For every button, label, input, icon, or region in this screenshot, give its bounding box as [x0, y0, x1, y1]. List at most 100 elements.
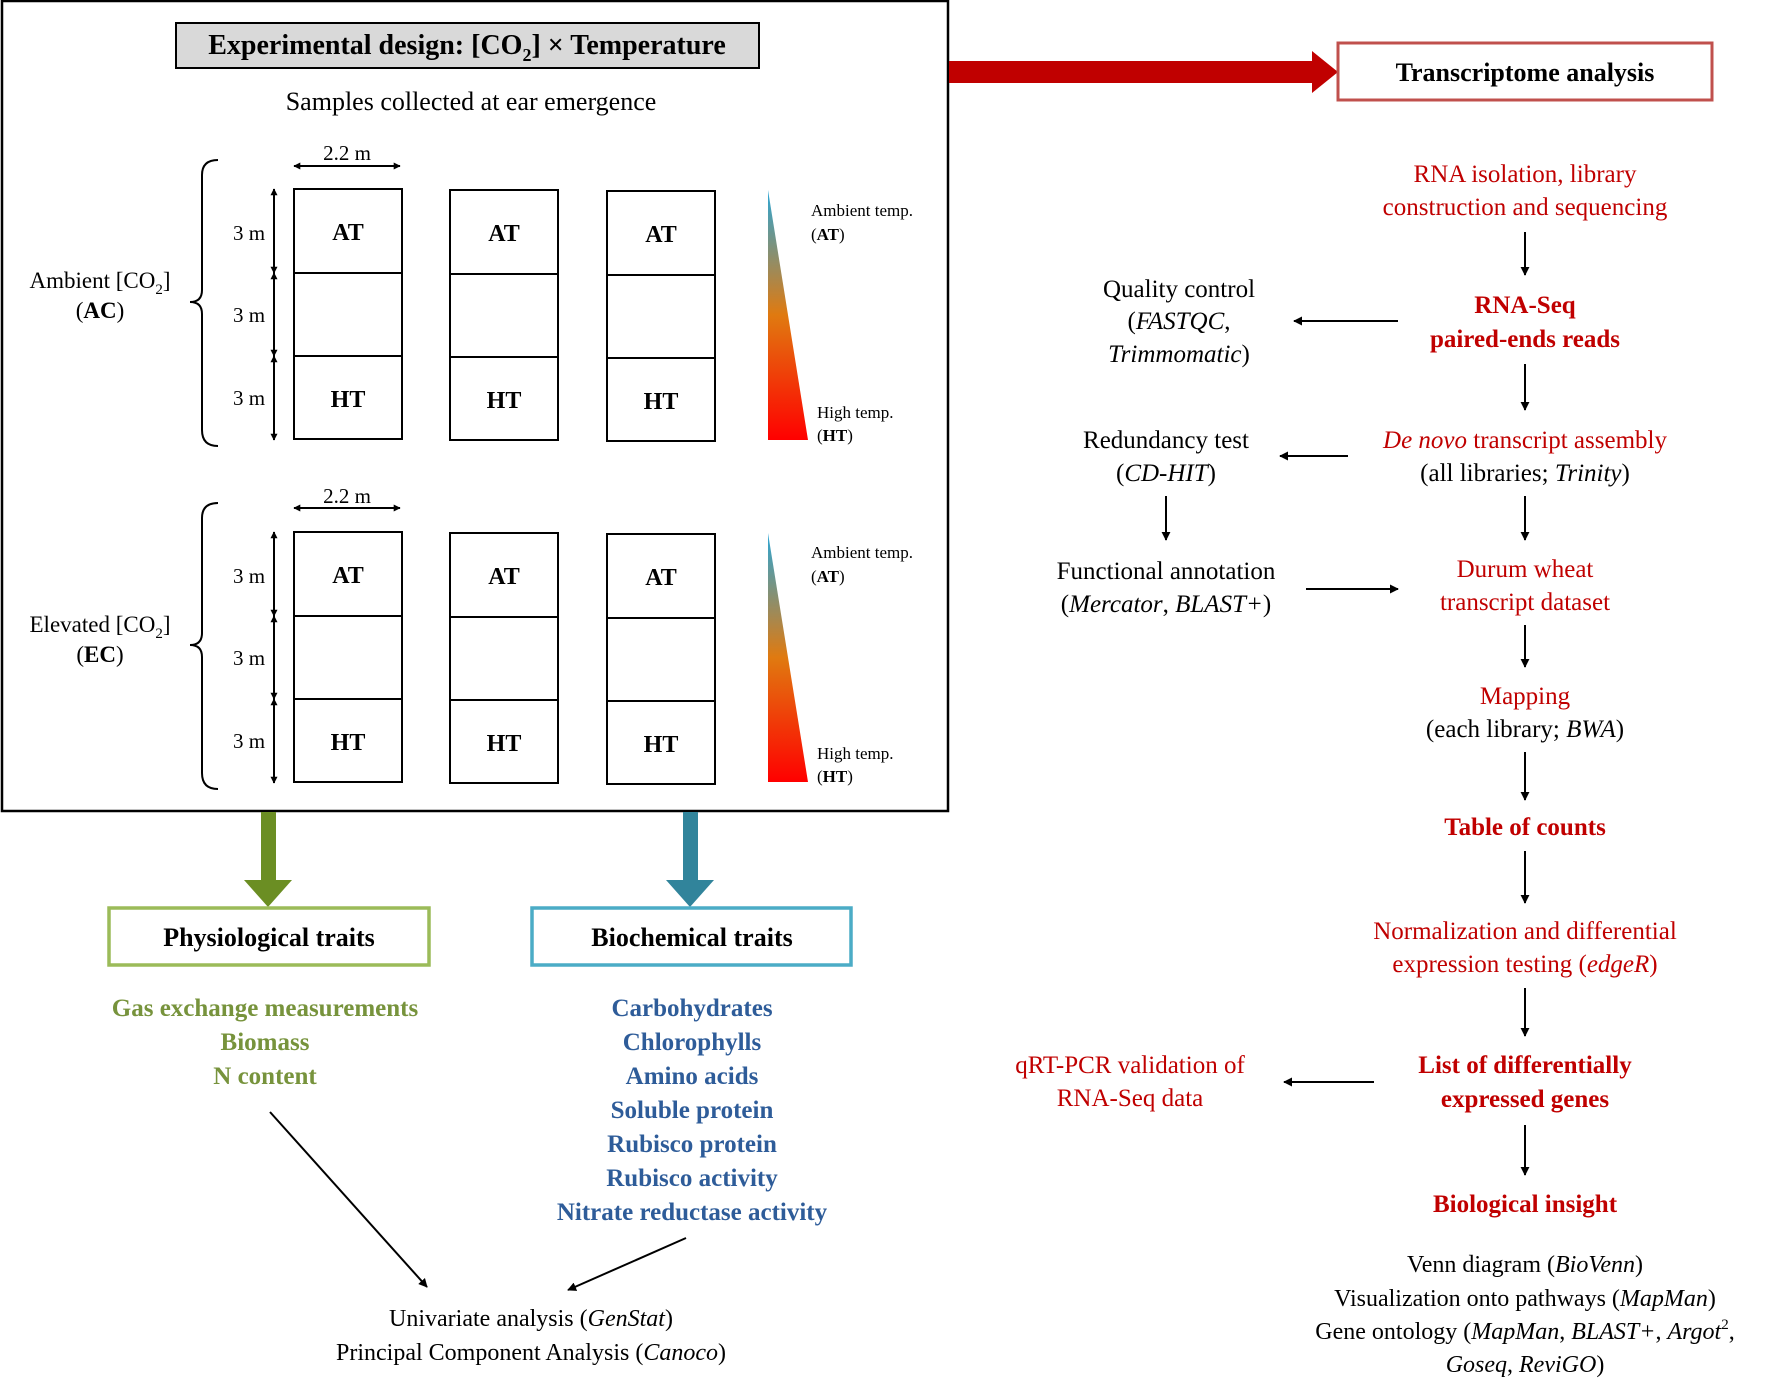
quality-control-line-1: Quality control [1103, 276, 1255, 303]
physiological-item: N content [213, 1063, 317, 1090]
rnaseq-line-1: RNA-Seq [1474, 292, 1575, 319]
rna-isolation-line-2: construction and sequencing [1383, 194, 1668, 221]
physiological-title: Physiological traits [163, 923, 375, 952]
height-label-2: 3 m [233, 303, 265, 327]
plot-label-at: AT [488, 221, 520, 247]
plot-label-at: AT [332, 220, 364, 246]
assembly-line-2: (all libraries; Trinity) [1420, 460, 1630, 487]
width-label: 2.2 m [323, 141, 371, 165]
biochemical-item: Rubisco activity [606, 1165, 778, 1192]
quality-control-line-3: Trimmomatic) [1108, 341, 1250, 368]
analysis-line-2: Principal Component Analysis (Canoco) [336, 1340, 726, 1366]
qrtpcr-line-1: qRT-PCR validation of [1015, 1052, 1245, 1079]
plot-label-at: AT [332, 563, 364, 589]
plot-column-3: AT HT [606, 533, 716, 785]
group-abbr: (EC) [76, 642, 123, 667]
biochemical-item: Rubisco protein [607, 1131, 777, 1158]
physiological-traits: Physiological traits Gas exchange measur… [107, 906, 431, 1090]
redundancy-line-1: Redundancy test [1083, 427, 1249, 454]
arrow-biochemical-to-analysis [567, 1237, 687, 1291]
normalization-line-2: expression testing (edgeR) [1392, 951, 1657, 978]
group-brace [189, 502, 219, 790]
temp-top-label: Ambient temp. [811, 201, 913, 220]
height-label-1: 3 m [233, 221, 265, 245]
functional-line-1: Functional annotation [1057, 558, 1276, 585]
dataset-line-2: transcript dataset [1440, 589, 1610, 616]
height-label-3: 3 m [233, 729, 265, 753]
biochemical-item: Soluble protein [611, 1097, 774, 1124]
deg-line-1: List of differentially [1418, 1052, 1632, 1079]
transcriptome-analysis: Transcriptome analysis RNA isolation, li… [1015, 41, 1735, 1378]
pathways-line: Visualization onto pathways (MapMan) [1334, 1286, 1716, 1312]
biochemical-box [530, 906, 853, 967]
temp-bottom-abbr: (HT) [817, 767, 853, 786]
arrow-physiological-to-analysis [269, 1111, 428, 1288]
physiological-item: Biomass [221, 1029, 310, 1056]
temp-top-abbr: (AT) [811, 567, 845, 586]
design-title-box [175, 22, 760, 69]
plot-column-2: AT HT [449, 532, 559, 784]
biochemical-item: Carbohydrates [611, 995, 772, 1022]
plot-column-2: AT HT [449, 189, 559, 441]
samples-note: Samples collected at ear emergence [286, 87, 657, 116]
statistical-analysis: Univariate analysis (GenStat) Principal … [336, 1306, 726, 1366]
plot-label-ht: HT [487, 731, 522, 757]
plot-label-ht: HT [644, 389, 679, 415]
group-brace [189, 159, 219, 447]
red-arrow-to-transcriptome [949, 51, 1338, 93]
temp-bottom-label: High temp. [817, 744, 894, 763]
group-label: Ambient [CO2] [29, 268, 170, 298]
green-arrow-to-physiological [244, 812, 292, 907]
physiological-box [107, 906, 431, 967]
biochemical-item: Nitrate reductase activity [557, 1199, 828, 1226]
biochemical-traits: Biochemical traits Carbohydrates Chlorop… [530, 906, 853, 1226]
temperature-gradient-wedge [768, 533, 808, 782]
rnaseq-line-2: paired-ends reads [1430, 326, 1620, 353]
deg-line-2: expressed genes [1441, 1086, 1610, 1113]
temp-bottom-label: High temp. [817, 403, 894, 422]
width-label: 2.2 m [323, 484, 371, 508]
redundancy-line-2: (CD-HIT) [1116, 460, 1216, 487]
qrtpcr-line-2: RNA-Seq data [1057, 1085, 1204, 1112]
plot-label-ht: HT [331, 387, 366, 413]
temp-bottom-abbr: (HT) [817, 426, 853, 445]
plot-column-1: AT HT [293, 188, 403, 440]
assembly-line-1: De novo transcript assembly [1382, 427, 1667, 454]
height-label-2: 3 m [233, 646, 265, 670]
rna-isolation-line-1: RNA isolation, library [1414, 161, 1637, 188]
plot-column-3: AT HT [606, 190, 716, 442]
temp-top-label: Ambient temp. [811, 543, 913, 562]
group-label: Elevated [CO2] [30, 612, 171, 642]
plot-label-at: AT [645, 565, 677, 591]
biological-insight: Biological insight [1433, 1191, 1618, 1218]
ambient-co2-block: 2.2 m 3 m 3 m 3 m Ambient [CO2] (AC) AT … [29, 141, 913, 447]
temperature-gradient-wedge [768, 190, 808, 440]
transcriptome-title: Transcriptome analysis [1396, 58, 1655, 87]
group-abbr: (AC) [76, 298, 125, 323]
venn-line: Venn diagram (BioVenn) [1407, 1252, 1643, 1278]
analysis-line-1: Univariate analysis (GenStat) [389, 1306, 673, 1332]
mapping-line-2: (each library; BWA) [1426, 716, 1624, 743]
design-title: Experimental design: [CO2] × Temperature [208, 30, 726, 65]
teal-arrow-to-biochemical [666, 812, 714, 907]
normalization-line-1: Normalization and differential [1373, 918, 1677, 945]
plot-column-1: AT HT [293, 531, 403, 783]
height-label-1: 3 m [233, 564, 265, 588]
mapping-line-1: Mapping [1480, 683, 1571, 710]
elevated-co2-block: 2.2 m 3 m 3 m 3 m Elevated [CO2] (EC) AT… [30, 484, 913, 790]
plot-label-ht: HT [644, 732, 679, 758]
gene-ontology-line-1: Gene ontology (MapMan, BLAST+, Argot2, [1315, 1317, 1734, 1345]
physiological-item: Gas exchange measurements [112, 995, 419, 1022]
quality-control-line-2: (FASTQC, [1127, 308, 1230, 335]
biochemical-title: Biochemical traits [591, 923, 792, 952]
plot-label-at: AT [645, 222, 677, 248]
plot-label-ht: HT [331, 730, 366, 756]
plot-label-at: AT [488, 564, 520, 590]
plot-label-ht: HT [487, 388, 522, 414]
functional-line-2: (Mercator, BLAST+) [1061, 591, 1271, 618]
gene-ontology-line-2: Goseq, ReviGO) [1446, 1352, 1605, 1378]
table-of-counts: Table of counts [1444, 814, 1606, 841]
transcriptome-box [1336, 41, 1714, 102]
height-label-3: 3 m [233, 386, 265, 410]
